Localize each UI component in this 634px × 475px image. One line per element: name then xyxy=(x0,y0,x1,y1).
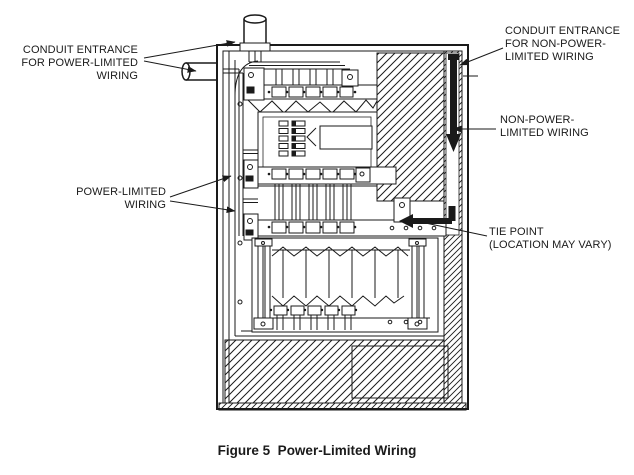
label-line: NON-POWER- xyxy=(500,114,575,126)
bottom-inner-panel-outline xyxy=(351,345,449,399)
leader-conduit-non-power-limited xyxy=(459,47,504,66)
label-conduit-non-power-limited: CONDUIT ENTRANCE FOR NON-POWER- LIMITED … xyxy=(505,25,620,64)
tie-point-bracket xyxy=(393,197,411,223)
leader-power-limited-upper xyxy=(169,175,232,198)
power-limited-wires xyxy=(223,68,259,236)
label-line: FOR NON-POWER- xyxy=(505,38,607,50)
label-line: LIMITED WIRING xyxy=(500,127,589,139)
label-line: CONDUIT ENTRANCE xyxy=(505,25,621,37)
label-tie-point: TIE POINT (LOCATION MAY VARY) xyxy=(489,226,612,252)
leader-tie-point xyxy=(415,220,488,237)
label-line: WIRING xyxy=(124,199,166,211)
non-power-limited-wire-tie-arrowhead xyxy=(399,214,413,228)
bottom-wall-hatch xyxy=(224,339,445,404)
leader-power-limited-lower xyxy=(169,200,236,214)
label-line: TIE POINT xyxy=(489,226,544,238)
wire-entry-bolt xyxy=(448,54,459,60)
display-window xyxy=(319,125,373,150)
bottom-terminal-strip xyxy=(266,305,430,330)
label-conduit-power-limited: CONDUIT ENTRANCE FOR POWER-LIMITED WIRIN… xyxy=(7,44,138,83)
label-line: FOR POWER-LIMITED xyxy=(21,57,138,69)
figure-caption: Figure 5 Power-Limited Wiring xyxy=(217,443,417,458)
middle-terminal-strip xyxy=(243,159,397,189)
bottom-base-strip-hatch xyxy=(218,402,467,411)
label-line: CONDUIT ENTRANCE xyxy=(22,44,138,56)
power-limited-conduit-top xyxy=(239,14,271,52)
upper-terminal-strip xyxy=(243,51,378,114)
non-power-limited-wire-down-arrowhead xyxy=(446,134,461,152)
label-line: (LOCATION MAY VARY) xyxy=(489,239,612,251)
non-power-limited-wire xyxy=(399,54,461,228)
interconnect-wires xyxy=(274,184,352,220)
power-limited-conduit-side xyxy=(181,62,217,81)
label-line: WIRING xyxy=(96,70,138,82)
lower-terminal-rail xyxy=(243,213,447,241)
leader-lines xyxy=(143,40,504,237)
label-power-limited-wiring: POWER-LIMITED WIRING xyxy=(60,186,166,212)
leader-conduit-power-limited-top xyxy=(143,40,236,59)
leader-conduit-power-limited-side xyxy=(143,60,197,73)
label-non-power-limited-wiring: NON-POWER- LIMITED WIRING xyxy=(500,114,589,140)
label-line: LIMITED WIRING xyxy=(505,51,594,63)
label-line: POWER-LIMITED xyxy=(76,186,166,198)
